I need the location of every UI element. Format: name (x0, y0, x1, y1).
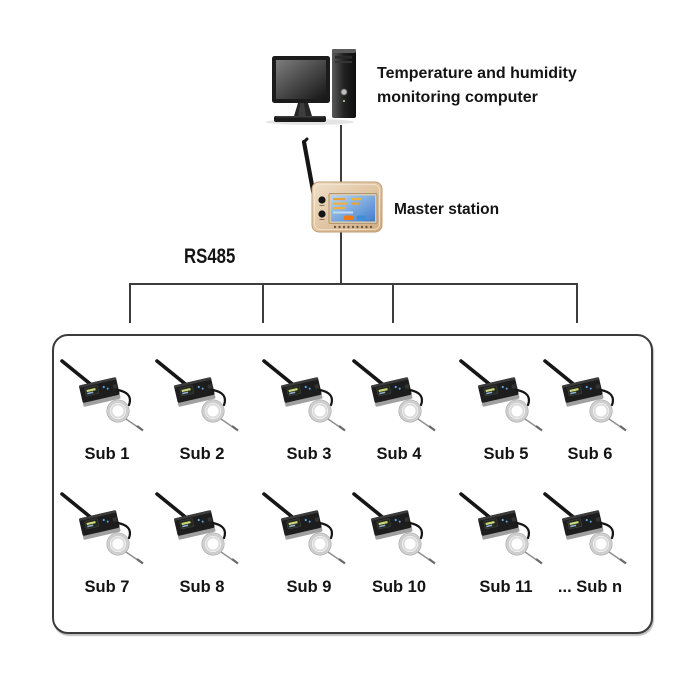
wireless-temperature-sensor-icon (55, 485, 159, 565)
sub-device-5: Sub 5 (454, 352, 558, 464)
sub-device-11: Sub 11 (454, 485, 558, 597)
rs485-bus-line (129, 283, 578, 285)
sub-label: ... Sub n (557, 578, 623, 596)
wireless-temperature-sensor-icon (55, 352, 159, 432)
sub-device-n: ... Sub n (538, 485, 642, 597)
bus-drop-line (576, 284, 578, 323)
sub-label: Sub 5 (483, 445, 529, 463)
sub-device-8: Sub 8 (150, 485, 254, 597)
master-to-bus-line (340, 231, 342, 284)
sub-label: Sub 6 (567, 445, 613, 463)
sub-device-4: Sub 4 (347, 352, 451, 464)
computer-label: Temperature and humidity monitoring comp… (377, 62, 577, 109)
bus-drop-line (262, 284, 264, 323)
sub-device-10: Sub 10 (347, 485, 451, 597)
computer-label-line2: monitoring computer (377, 88, 538, 106)
sub-label: Sub 11 (479, 578, 533, 596)
wireless-temperature-sensor-icon (347, 352, 451, 432)
wireless-temperature-sensor-icon (538, 485, 642, 565)
sub-device-2: Sub 2 (150, 352, 254, 464)
sub-device-7: Sub 7 (55, 485, 159, 597)
wireless-temperature-sensor-icon (538, 352, 642, 432)
sub-label: Sub 10 (371, 578, 427, 596)
sub-label: Sub 3 (286, 445, 332, 463)
bus-drop-line (129, 284, 131, 323)
desktop-computer-icon (266, 49, 356, 125)
wireless-temperature-sensor-icon (150, 352, 254, 432)
sub-label: Sub 8 (179, 578, 225, 596)
sub-device-9: Sub 9 (257, 485, 361, 597)
wireless-temperature-sensor-icon (257, 352, 361, 432)
sub-label: Sub 7 (84, 578, 130, 596)
computer-label-line1: Temperature and humidity (377, 65, 577, 82)
computer-to-master-line (340, 125, 342, 184)
sub-device-1: Sub 1 (55, 352, 159, 464)
bus-drop-line (392, 284, 394, 323)
rs485-bus-label: RS485 (184, 245, 236, 268)
sub-label: Sub 4 (376, 445, 422, 463)
sub-label: Sub 2 (179, 445, 225, 463)
sub-stations-panel (52, 334, 653, 634)
wireless-temperature-sensor-icon (150, 485, 254, 565)
sub-label: Sub 9 (286, 578, 332, 596)
master-station-label: Master station (394, 201, 500, 218)
sub-device-6: Sub 6 (538, 352, 642, 464)
master-station-icon (301, 137, 383, 233)
sub-label: Sub 1 (84, 445, 130, 463)
sub-device-3: Sub 3 (257, 352, 361, 464)
wireless-temperature-sensor-icon (257, 485, 361, 565)
wireless-temperature-sensor-icon (347, 485, 451, 565)
